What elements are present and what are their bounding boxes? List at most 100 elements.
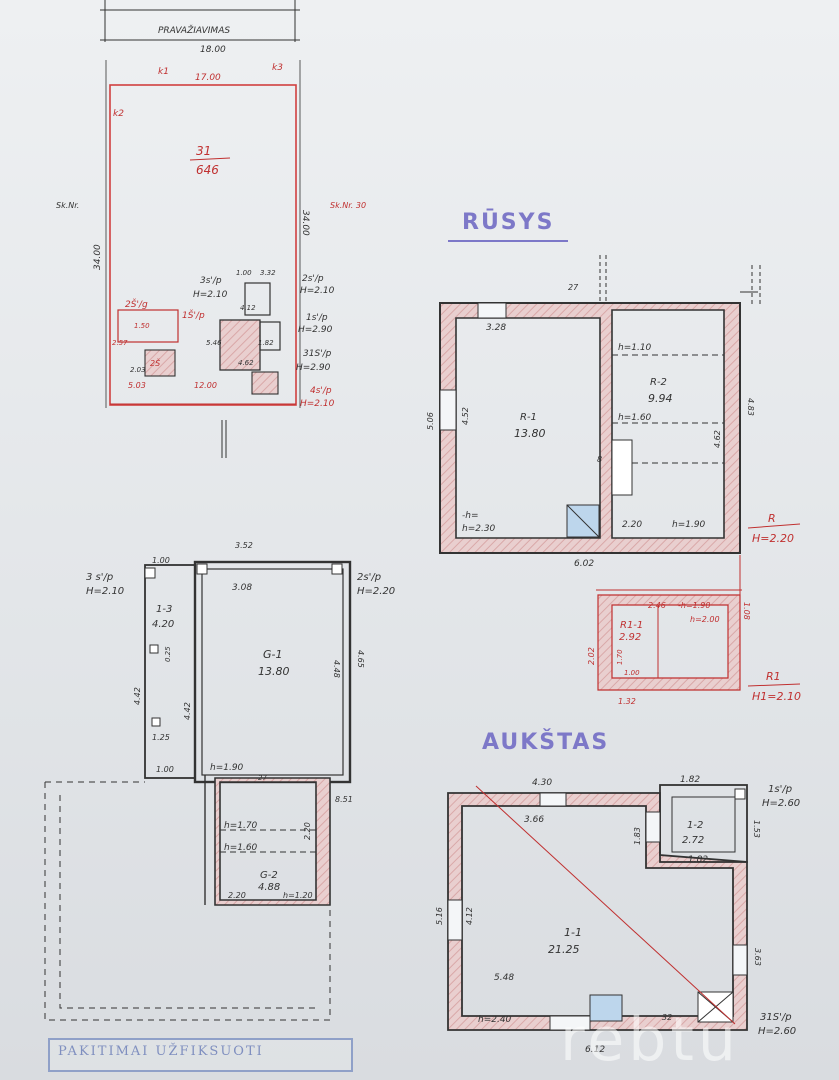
label-15: 1Š'/p	[182, 309, 205, 321]
dim-100: 1.00	[236, 269, 252, 277]
rusys-r1-h2: h=2.30	[462, 524, 496, 534]
dim-412: 4.12	[240, 304, 256, 312]
ground-g1-area: 13.80	[258, 665, 290, 678]
site-plan: PRAVAŽIAVIMAS 18.00 17.00 k1 k2 k3 31 64…	[56, 0, 366, 458]
label-2s: 2s'/p	[302, 274, 324, 284]
changes-stamp: PAKITIMAI UŽFIKSUOTI	[48, 1038, 353, 1072]
rusys-r2-label: R-2	[650, 377, 667, 388]
building-2s-small	[117, 309, 179, 343]
dim-150: 1.50	[134, 322, 150, 330]
auk-s1-h: H=2.60	[762, 798, 800, 809]
auk-dim-153: 1.53	[752, 820, 761, 838]
auk-dim-548: 5.48	[494, 973, 514, 983]
rusys-dim-132: 1.32	[618, 697, 636, 706]
rusys-h-190b: -h=1.90	[678, 601, 710, 610]
building-1s	[219, 319, 261, 371]
rusys-dim-202: 2.02	[587, 647, 596, 665]
auk-l11-label: 1-1	[564, 926, 582, 939]
k3-label: k3	[272, 63, 283, 73]
label-1s: 1s'/p	[306, 313, 328, 323]
auk-dim-182: 1.82	[680, 775, 700, 785]
rusys-r1-label: R-1	[520, 412, 537, 423]
rusys-heading: RŪSYS	[462, 210, 555, 235]
dim-203: 2.03	[130, 366, 146, 374]
watermark-logo: rebtu	[560, 1005, 740, 1075]
auk-s31: 31S'/p	[760, 1012, 792, 1023]
rusys-dim-220: 2.20	[622, 520, 642, 530]
dim-546: 5.46	[206, 339, 222, 347]
label-4s: 4s'/p	[310, 386, 332, 396]
auk-dim-430: 4.30	[532, 778, 552, 788]
dim-top: 18.00	[200, 45, 226, 55]
rusys-h-200: h=2.00	[690, 615, 720, 624]
label-25: 2Š'/g	[125, 298, 148, 310]
auk-l12-area: 2.72	[682, 835, 704, 846]
label-3s-h: H=2.10	[193, 290, 228, 300]
plot-area: 646	[196, 163, 219, 177]
plot-number: 31	[196, 144, 211, 158]
k1-label: k1	[158, 67, 169, 77]
dim-257: 2.57	[112, 339, 128, 347]
rusys-dim-483: 4.83	[746, 398, 755, 416]
ground-dim-27: 27	[258, 774, 267, 782]
rusys-r2-area: 9.94	[648, 392, 673, 405]
rusys-dim-506: 5.06	[426, 412, 435, 430]
rusys-r1b-label: R1	[766, 670, 781, 683]
label-4s-h: H=2.10	[300, 399, 335, 409]
ground-g2-label: G-2	[260, 870, 278, 881]
plot-outline	[109, 84, 297, 406]
ground-dim-125: 1.25	[152, 733, 170, 742]
rusys-dim-8: 8	[597, 455, 602, 464]
ground-s2-h: H=2.20	[357, 586, 395, 597]
auk-s1: 1s'/p	[768, 784, 792, 795]
dim-462: 4.62	[238, 359, 254, 367]
ground-dim-352: 3.52	[235, 541, 253, 550]
dim-left: 34.00	[93, 244, 103, 270]
label-31s-h: H=2.90	[296, 363, 331, 373]
auk-dim-516: 5.16	[435, 907, 444, 925]
rusys-r-label: R	[768, 512, 776, 525]
rusys-dim-602: 6.02	[574, 559, 594, 569]
label-31s: 31S'/p	[303, 349, 332, 359]
rusys-dim-328: 3.28	[486, 323, 506, 333]
rusys-h160: h=1.60	[618, 413, 652, 423]
road-label: PRAVAŽIAVIMAS	[158, 24, 230, 36]
ground-g2-area: 4.88	[258, 882, 280, 893]
rusys-underline	[448, 240, 568, 242]
auk-l11-area: 21.25	[548, 943, 580, 956]
basement-plan: 27 3.28 R-1 13.80 -h= h=2.30 h=1.10 R-2 …	[426, 255, 801, 706]
ground-dim-100b: 1.00	[156, 765, 174, 774]
auk-dim-363: 3.63	[753, 948, 762, 966]
auk-dim-612: 6.12	[585, 1045, 605, 1055]
ground-dim-465: 4.65	[356, 650, 365, 668]
auk-dim-32: 32	[662, 1013, 672, 1022]
dim-182: 1.82	[258, 339, 274, 347]
building-3s	[244, 282, 271, 316]
ground-h190: h=1.90	[210, 763, 244, 773]
ground-l13-label: 1-3	[156, 604, 172, 615]
rusys-r11-label: R1-1	[620, 620, 643, 631]
dim-332: 3.32	[260, 269, 276, 277]
auk-dim-182b: 1.82	[688, 855, 708, 865]
label-3s: 3s'/p	[200, 276, 222, 286]
ground-s3: 3 s'/p	[86, 572, 113, 583]
auk-l12-label: 1-2	[687, 820, 703, 831]
ground-s3-h: H=2.10	[86, 586, 124, 597]
ground-dim-025: 0.25	[164, 646, 172, 662]
rusys-r1-area: 13.80	[514, 427, 546, 440]
dim-1200: 12.00	[194, 381, 217, 390]
ground-g1-label: G-1	[263, 648, 283, 661]
label-2s-h: H=2.10	[300, 286, 335, 296]
neighbor-right: Sk.Nr. 30	[330, 201, 366, 210]
rusys-r11-area: 2.92	[619, 632, 641, 643]
auk-dim-183: 1.83	[633, 827, 642, 845]
ground-floor-plan: 3 s'/p H=2.10 2s'/p H=2.20 1.00 3.52 3.0…	[44, 541, 395, 1021]
ground-dim-442: 4.42	[133, 687, 142, 705]
building-2s-inner	[144, 349, 176, 377]
ground-dim-442b: 4.42	[183, 702, 192, 720]
auk-dim-366: 3.66	[524, 815, 544, 825]
rusys-dim-170: 1.70	[616, 649, 624, 665]
dim-503: 5.03	[128, 381, 146, 390]
rusys-h190: h=1.90	[672, 520, 706, 530]
ground-l13-area: 4.20	[152, 619, 174, 630]
